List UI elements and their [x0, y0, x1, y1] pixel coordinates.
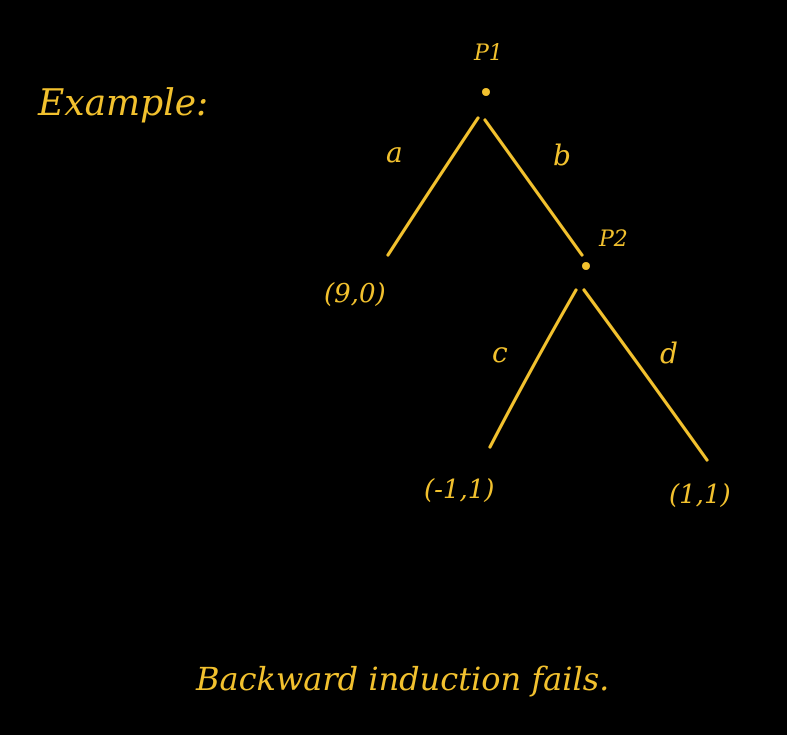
example-heading: Example:: [37, 83, 208, 124]
payoff-a: (9,0): [324, 279, 386, 309]
edge-c: [488, 288, 578, 449]
edge-c-label: c: [492, 336, 508, 369]
root-player-label: P1: [473, 41, 503, 66]
inner-node: [582, 262, 590, 270]
edge-a: [386, 116, 480, 257]
edge-b-label: b: [553, 139, 571, 172]
conclusion-text: Backward induction fails.: [195, 660, 609, 698]
payoff-c: (-1,1): [424, 475, 494, 505]
edge-a-label: a: [386, 136, 403, 169]
inner-player-label: P2: [598, 227, 628, 252]
edge-b: [483, 118, 584, 257]
edge-d: [582, 288, 709, 462]
root-node: [482, 88, 490, 96]
payoff-d: (1,1): [669, 480, 731, 510]
edge-d-label: d: [660, 337, 678, 370]
